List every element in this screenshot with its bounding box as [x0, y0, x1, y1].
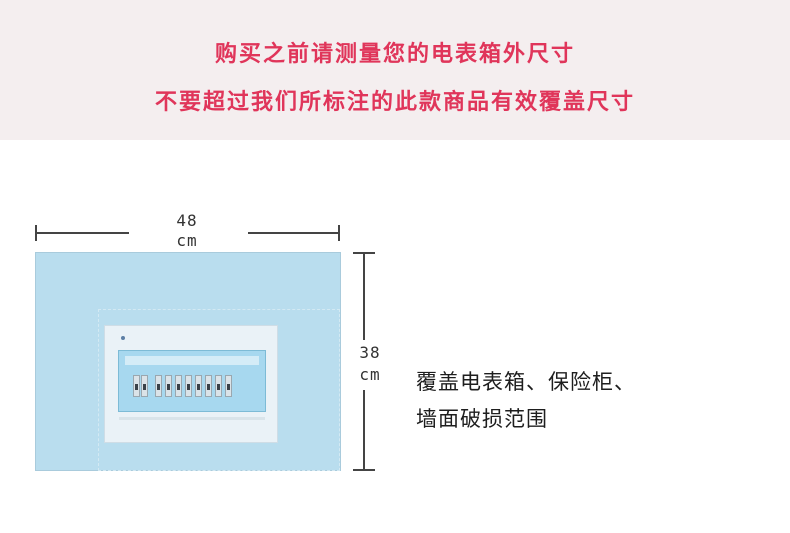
- breaker-switch-icon: [133, 375, 140, 397]
- width-right-end-tick: [338, 225, 340, 241]
- panel-inner-outline: [98, 309, 340, 471]
- height-bottom-end-tick: [353, 469, 375, 471]
- width-unit: cm: [176, 231, 198, 250]
- coverage-description-line2: 墙面破损范围: [416, 407, 548, 431]
- height-line-bottom: [363, 390, 365, 470]
- electric-meter-box-image: [104, 325, 278, 443]
- breaker-switch-icon: [155, 375, 162, 397]
- width-line-right: [248, 232, 340, 234]
- breaker-label-strip: [125, 356, 259, 365]
- breaker-switch-icon: [185, 375, 192, 397]
- breaker-switch-icon: [225, 375, 232, 397]
- breaker-window: [118, 350, 266, 412]
- breaker-switch-icon: [175, 375, 182, 397]
- breaker-switch-icon: [195, 375, 202, 397]
- breaker-switch-icon: [141, 375, 148, 397]
- breaker-switch-icon: [205, 375, 212, 397]
- height-unit: cm: [359, 365, 381, 384]
- coverage-description-line1: 覆盖电表箱、保险柜、: [416, 370, 636, 394]
- width-line-left: [35, 232, 129, 234]
- breaker-switch-icon: [215, 375, 222, 397]
- top-banner: 购买之前请测量您的电表箱外尺寸 不要超过我们所标注的此款商品有效覆盖尺寸: [0, 0, 790, 140]
- cover-panel-illustration: [35, 252, 341, 471]
- indicator-light-icon: [121, 336, 125, 340]
- banner-line-measure-notice: 购买之前请测量您的电表箱外尺寸: [214, 42, 575, 67]
- banner-line-size-notice: 不要超过我们所标注的此款商品有效覆盖尺寸: [154, 90, 635, 115]
- height-line-top: [363, 252, 365, 340]
- breaker-switch-icon: [165, 375, 172, 397]
- height-value: 38: [359, 343, 381, 362]
- meter-box-base: [119, 417, 265, 420]
- width-value: 48: [176, 211, 198, 230]
